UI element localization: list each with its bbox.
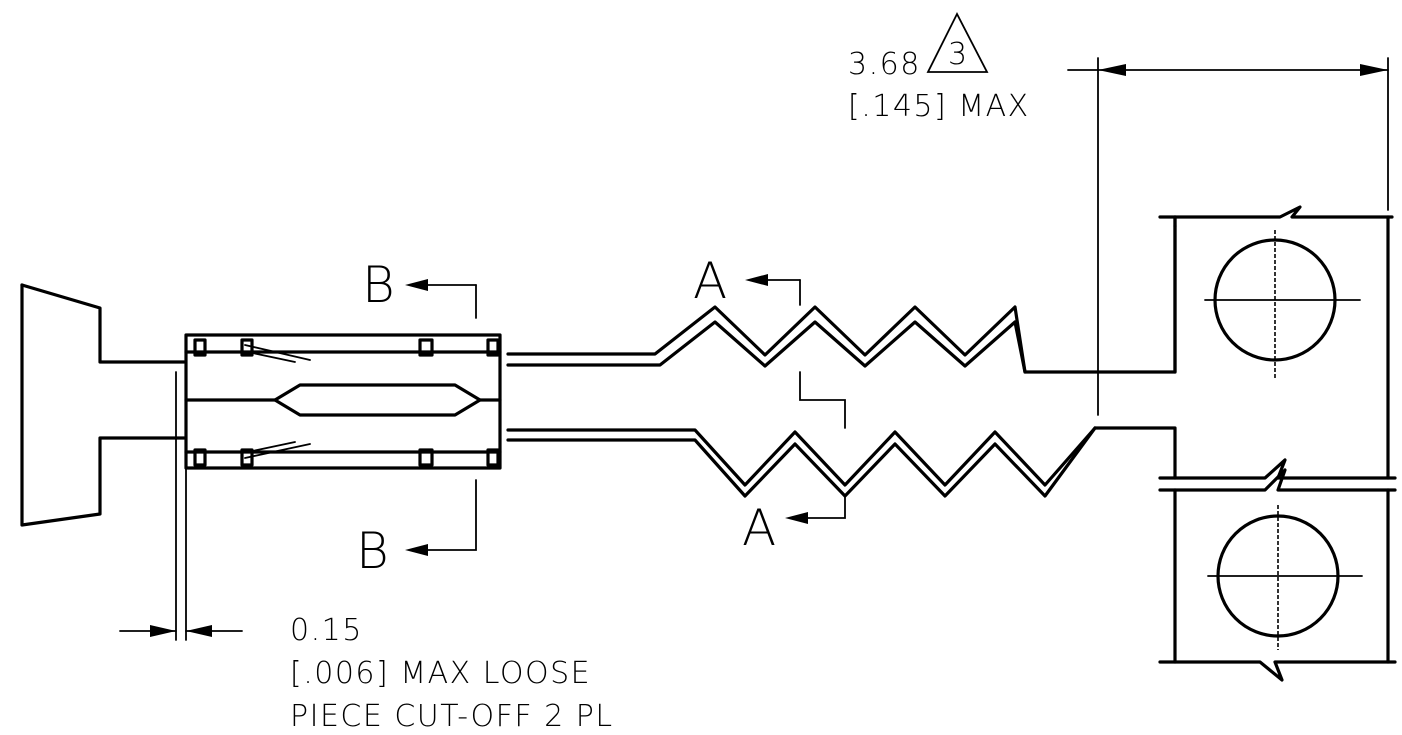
dimension-bottom-line2: [.006] MAX LOOSE — [290, 656, 591, 691]
section-b-indicator — [405, 279, 477, 556]
spring-lower — [506, 426, 1177, 498]
dimension-bottom-line3: PIECE CUT-OFF 2 PL — [290, 699, 614, 734]
note-number: 3 — [948, 37, 969, 72]
section-b-bottom-label: B — [356, 522, 389, 580]
housing-upper — [1158, 205, 1397, 480]
housing-lower — [1158, 468, 1397, 682]
crimp-barrel — [184, 333, 502, 470]
spring-upper — [506, 224, 1177, 374]
dimension-bottom-line1: 0.15 — [290, 613, 363, 648]
dimension-bottom — [119, 625, 243, 637]
dimension-top — [926, 12, 1389, 416]
section-a-top-label: A — [693, 252, 727, 310]
note-triangle — [926, 12, 989, 73]
section-b-top-label: B — [362, 256, 395, 314]
dimension-top-inch: [.145] MAX — [848, 89, 1030, 124]
section-a-bottom-label: A — [742, 499, 776, 557]
carrier-strip-stub — [20, 283, 186, 527]
dimension-top-mm: 3.68 — [848, 47, 921, 82]
section-a-indicator — [745, 274, 846, 524]
